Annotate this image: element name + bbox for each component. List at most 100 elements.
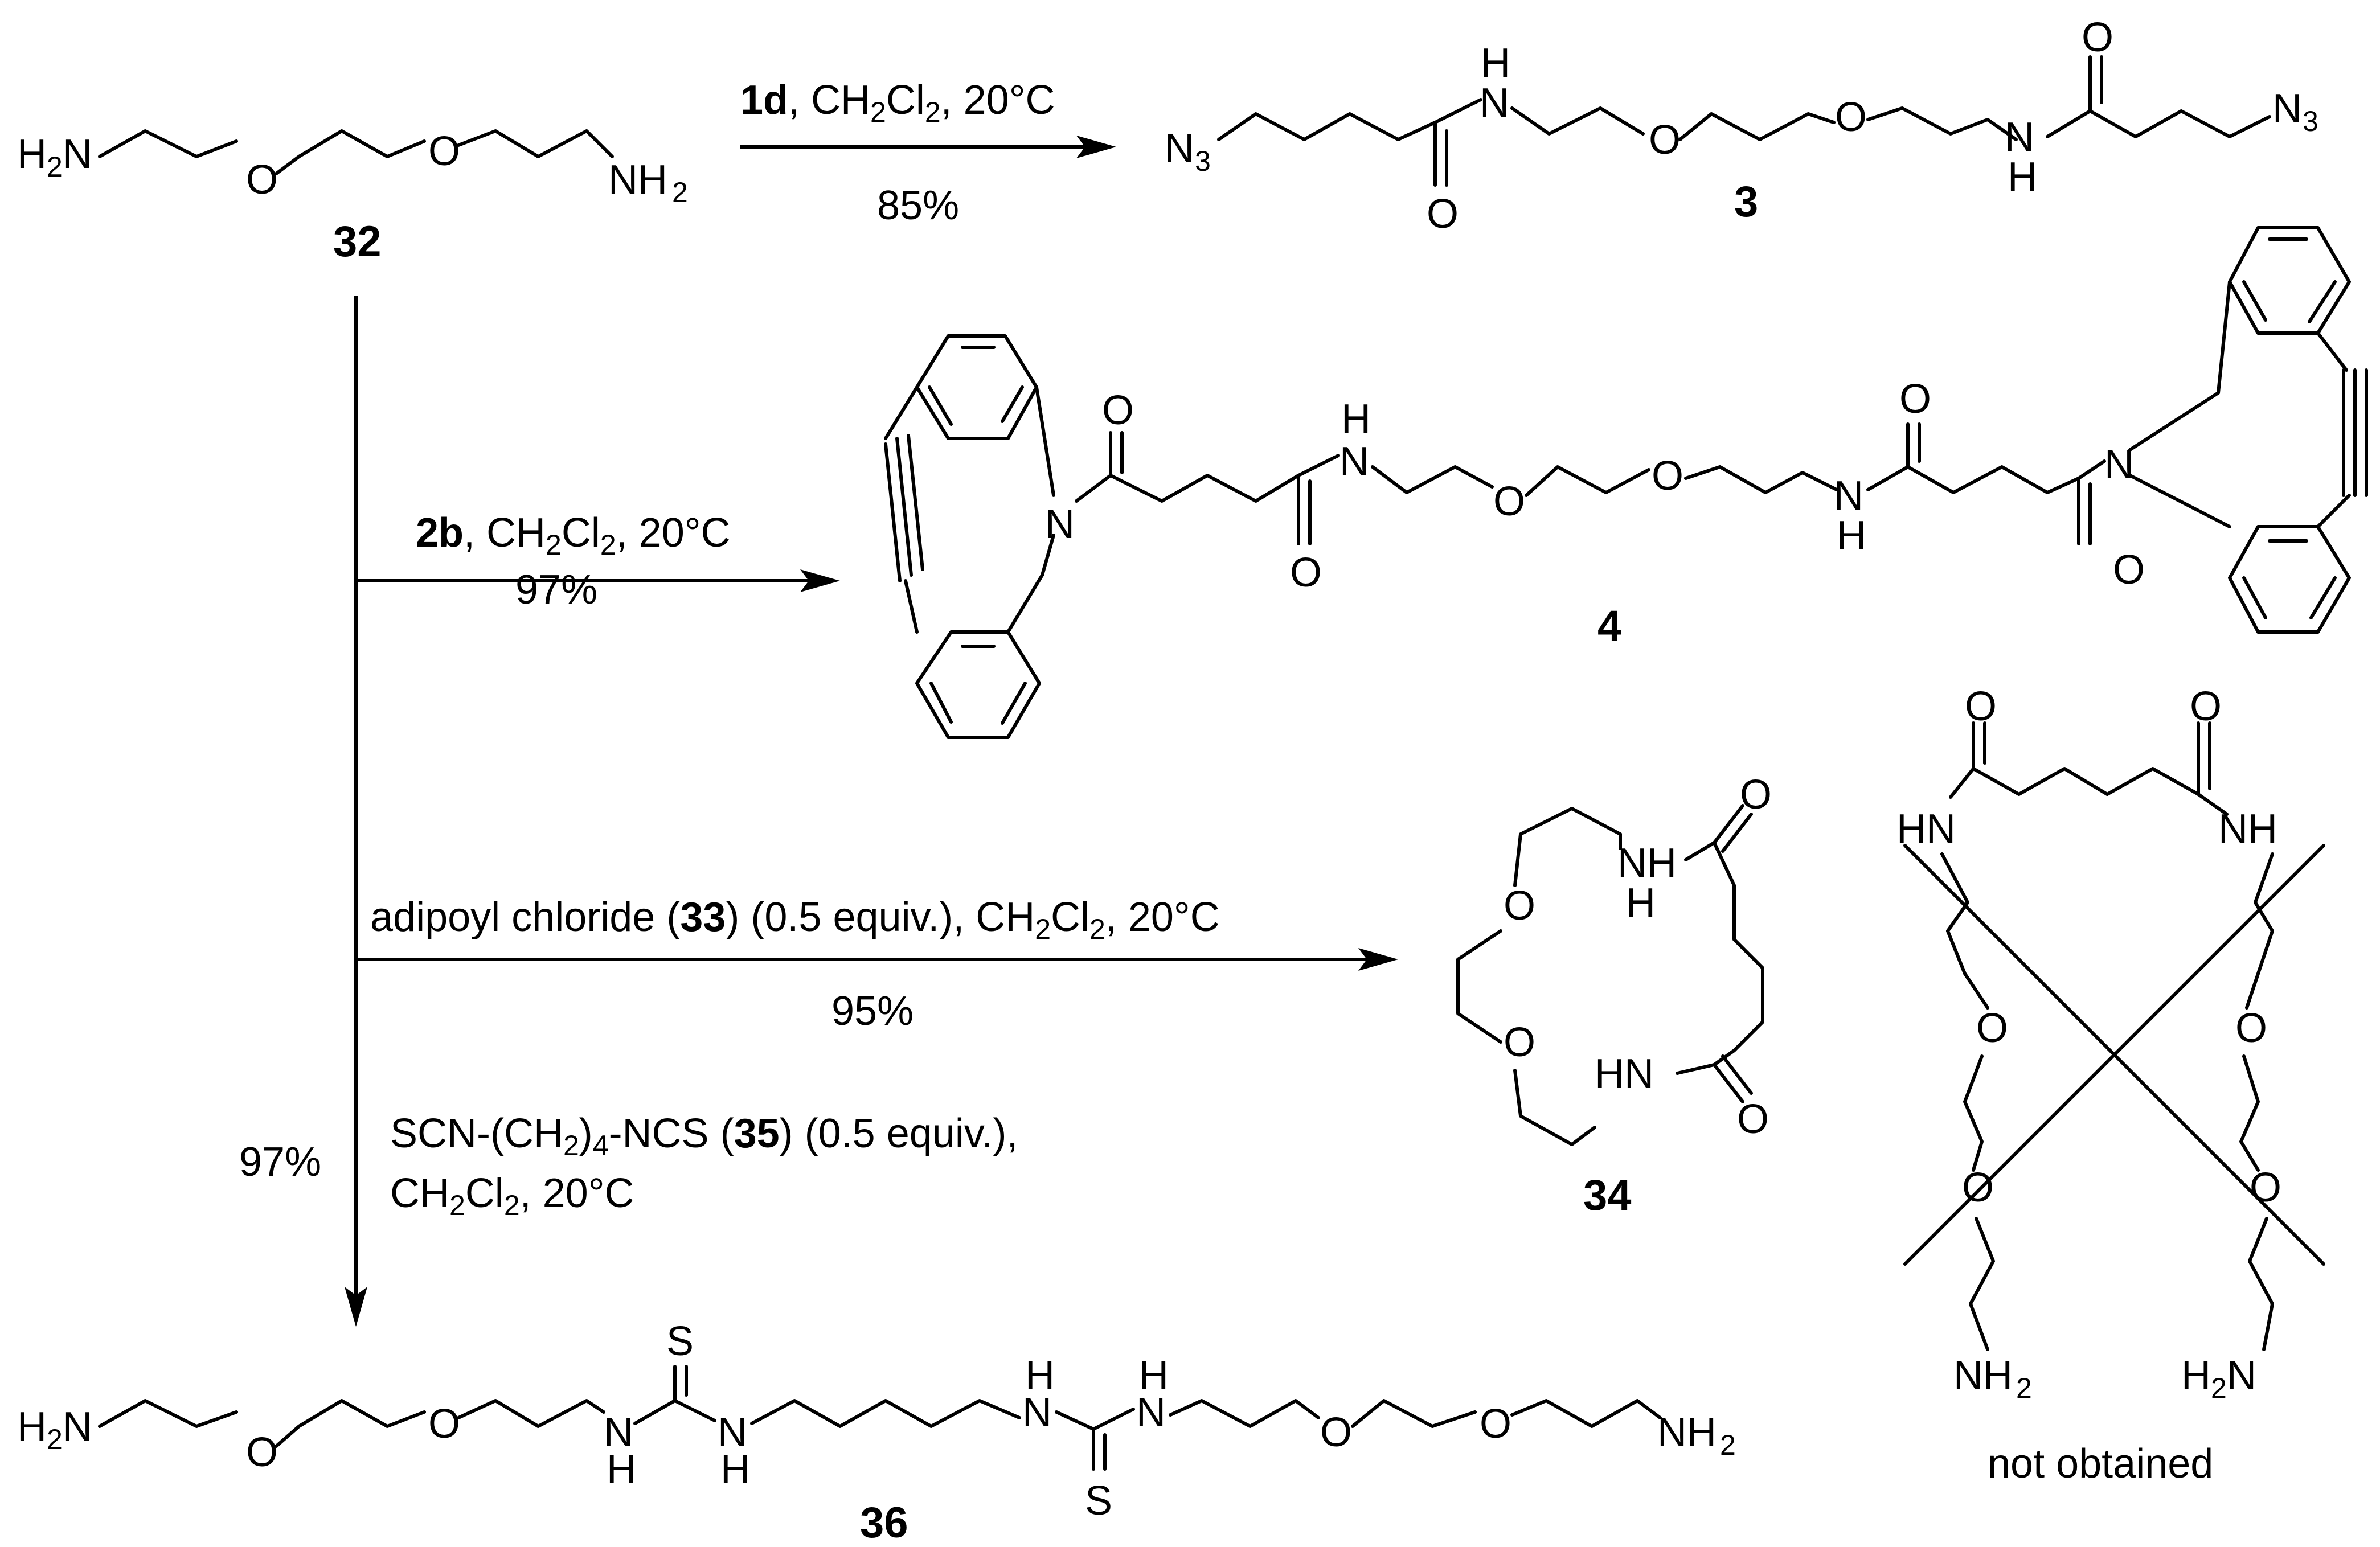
bond-chain — [1513, 1069, 1596, 1146]
bond-chain — [750, 1399, 1021, 1428]
atom-label: O — [1427, 191, 1459, 237]
bond-chain — [1510, 106, 1645, 136]
bond — [2046, 109, 2092, 138]
subscript: 4 — [593, 1130, 609, 1162]
atom-label: NH — [1953, 1353, 2013, 1398]
atom-label: N — [63, 1404, 92, 1450]
condition-text: ) (0.5 equiv.), CH — [726, 894, 1035, 940]
atom-label: H — [1626, 880, 1656, 926]
reagent-1d: 1d — [740, 77, 788, 123]
subscript: 2 — [546, 529, 562, 561]
bond-chain — [1456, 929, 1502, 1044]
bond-chain — [1217, 112, 1437, 141]
carbonyl-bond — [1713, 1063, 1744, 1103]
atom-label: H — [17, 132, 47, 177]
condition-text: , CH — [464, 510, 546, 556]
svg-text:adipoyl chloride (33) (0.5 equ: adipoyl chloride (33) (0.5 equiv.), CH2C… — [370, 894, 1220, 945]
atom-label: O — [246, 157, 278, 203]
compound-label-34: 34 — [1583, 1171, 1632, 1220]
condition-text: , CH — [788, 77, 870, 123]
condition-text: , 20°C — [941, 77, 1055, 123]
atom-label: O — [2250, 1165, 2281, 1210]
subscript: 2 — [925, 96, 941, 128]
atom-label: 2 — [47, 151, 63, 183]
compound-34-structure: O O HN NH H O O 34 — [1456, 772, 1772, 1220]
benzene-ring — [915, 334, 1038, 440]
subscript: 2 — [600, 529, 616, 561]
atom-label: N — [2272, 86, 2302, 132]
alkyne-bond — [884, 442, 902, 582]
condition-text: adipoyl chloride ( — [370, 894, 680, 940]
atom-label: O — [1102, 388, 1134, 433]
atom-label: O — [1652, 453, 1683, 499]
svg-text:2b, CH2Cl2, 20°C: 2b, CH2Cl2, 20°C — [416, 510, 731, 561]
atom-label: O — [1740, 772, 1772, 818]
atom-label: O — [1320, 1410, 1352, 1455]
bond-chain — [1684, 465, 1838, 494]
atom-label: O — [428, 129, 460, 174]
atom-label: NH — [1657, 1410, 1717, 1455]
atom-label: 2 — [672, 177, 688, 208]
condition-text: ) (0.5 equiv.), — [780, 1111, 1018, 1156]
compound-label-36: 36 — [860, 1499, 908, 1547]
svg-text:1d, CH2Cl2, 20°C: 1d, CH2Cl2, 20°C — [740, 77, 1055, 128]
bond-chain — [457, 129, 614, 158]
compound-label-4: 4 — [1597, 602, 1621, 650]
yield-r2: 97% — [515, 567, 597, 613]
atom-label: N — [1165, 126, 1194, 171]
atom-label: H — [2008, 154, 2037, 200]
subscript: 2 — [449, 1189, 465, 1221]
atom-label: O — [2082, 15, 2113, 60]
atom-label: N — [2005, 114, 2034, 160]
atom-label: H — [1481, 40, 1510, 86]
bond-chain — [1940, 852, 1989, 1010]
atom-label: O — [1962, 1165, 1994, 1210]
bond-chain — [2248, 1217, 2274, 1351]
compound-4-structure: N O O N H O O N H O O N — [884, 226, 2368, 739]
atom-label: O — [428, 1401, 460, 1447]
alkyne-bond — [907, 434, 924, 571]
reagent-2b: 2b — [416, 510, 464, 556]
atom-label: O — [1649, 117, 1681, 163]
bond-chain — [1972, 767, 2200, 796]
reaction-4-conditions: SCN-(CH2)4-NCS (35) (0.5 equiv.), CH2Cl2… — [239, 1111, 1018, 1221]
atom-label: O — [2113, 547, 2145, 593]
yield-r4: 97% — [239, 1139, 321, 1185]
compound-3-structure: N 3 O N H O O N H O N 3 3 — [1165, 15, 2318, 237]
atom-label: N — [1136, 1390, 1166, 1435]
condition-text: CH — [390, 1171, 449, 1216]
reagent-33: 33 — [680, 894, 726, 940]
bond-chain — [2239, 1054, 2260, 1172]
atom-label: NH — [608, 157, 667, 203]
bond-chain — [1678, 112, 1836, 141]
atom-label: 2 — [2016, 1372, 2032, 1404]
condition-text: SCN-(CH — [390, 1111, 563, 1156]
arrow-head — [1358, 948, 1398, 971]
atom-label: N — [63, 132, 92, 177]
atom-label: O — [2235, 1006, 2267, 1051]
atom-label: 2 — [1720, 1429, 1736, 1461]
not-obtained-structure: O O HN NH O O NH 2 O O H 2 N not obtaine… — [1896, 684, 2325, 1487]
atom-label: O — [1504, 1020, 1535, 1065]
atom-label: NH — [2218, 806, 2277, 852]
bond-chain — [98, 1399, 238, 1428]
bond-chain — [1371, 465, 1494, 494]
atom-label: N — [1045, 502, 1075, 547]
subscript: 2 — [1035, 913, 1051, 945]
atom-label: S — [1085, 1478, 1112, 1524]
condition-text: , 20°C — [616, 510, 731, 556]
condition-text: Cl — [465, 1171, 504, 1216]
bond-chain — [1713, 841, 1764, 1066]
reaction-1-conditions: 1d, CH2Cl2, 20°C 85% — [740, 77, 1055, 228]
atom-label: N — [1480, 80, 1509, 126]
vertical-arrow — [345, 296, 367, 1327]
atom-label: O — [1504, 883, 1535, 929]
bond-chain — [275, 1399, 426, 1448]
alkyne-bond — [895, 437, 913, 577]
atom-label: O — [2190, 684, 2222, 729]
yield-r3: 95% — [831, 988, 914, 1034]
atom-label: HN — [1595, 1051, 1654, 1097]
condition-text: Cl — [1051, 894, 1089, 940]
atom-label: HN — [1896, 806, 1956, 852]
